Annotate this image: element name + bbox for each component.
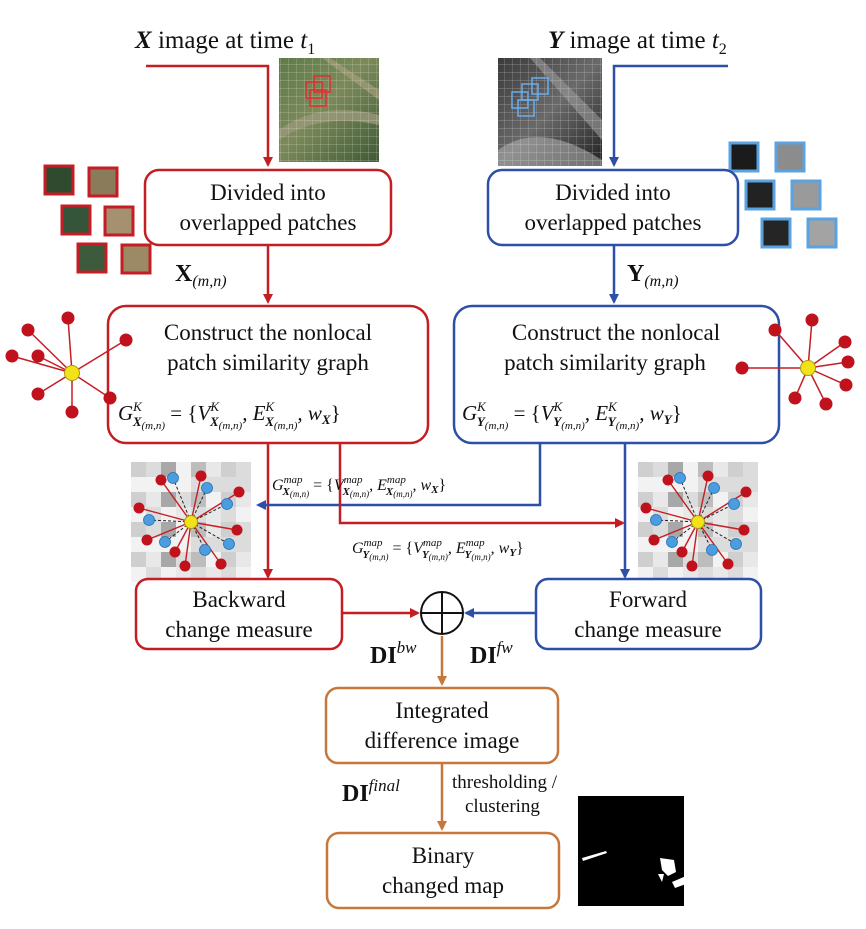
x-graph-line1: Construct the nonlocal <box>164 320 372 345</box>
y-map-to-left-arrow <box>256 443 542 510</box>
x-star-graph-icon <box>5 311 133 419</box>
y-patch-thumbnails <box>728 141 838 249</box>
x-graph-line2: patch similarity graph <box>167 350 369 375</box>
di-bw-label: DIbw <box>370 638 417 669</box>
y-graph-line2: patch similarity graph <box>504 350 706 375</box>
binary-result-image <box>578 796 686 906</box>
binary-line1: Binary <box>412 843 475 868</box>
integrated-line2: difference image <box>365 728 520 753</box>
backward-line1: Backward <box>192 587 286 612</box>
x-graph-box: Construct the nonlocal patch similarity … <box>106 304 430 445</box>
x-patch-thumbnails <box>43 164 152 275</box>
backward-measure-box: Backward change measure <box>134 577 344 651</box>
sum-node <box>420 591 464 635</box>
x-image-title: X image at time t1 <box>134 27 315 58</box>
clustering-label: clustering <box>465 796 540 817</box>
y-divide-line2: overlapped patches <box>525 210 702 235</box>
x-input-arrow <box>146 64 273 167</box>
forward-line1: Forward <box>609 587 687 612</box>
x-divide-line1: Divided into <box>210 180 326 205</box>
integrated-difference-box: Integrated difference image <box>324 686 560 765</box>
di-fw-label: DIfw <box>470 638 513 669</box>
thresholding-label: thresholding / <box>452 772 558 793</box>
forward-line2: change measure <box>574 617 722 642</box>
y-star-graph-icon <box>735 313 855 411</box>
binary-map-box: Binary changed map <box>325 831 561 910</box>
di-final-label: DIfinal <box>342 776 400 807</box>
x-satellite-image <box>279 58 379 162</box>
binary-line2: changed map <box>382 873 504 898</box>
x-divide-box: Divided into overlapped patches <box>143 168 393 247</box>
y-graph-box: Construct the nonlocal patch similarity … <box>452 304 781 445</box>
integrated-line1: Integrated <box>395 698 489 723</box>
y-divide-box: Divided into overlapped patches <box>486 168 740 247</box>
y-sar-image <box>498 58 602 166</box>
y-input-arrow <box>609 64 728 167</box>
forward-measure-box: Forward change measure <box>534 577 763 651</box>
x-map-to-right-arrow <box>338 443 625 528</box>
y-image-title: Y image at time t2 <box>548 27 727 58</box>
x-divide-line2: overlapped patches <box>180 210 357 235</box>
x-checkerboard-graph <box>131 462 251 582</box>
y-graph-line1: Construct the nonlocal <box>512 320 720 345</box>
backward-line2: change measure <box>165 617 313 642</box>
x-patch-label: X(m,n) <box>175 261 227 290</box>
y-checkerboard-graph <box>638 462 758 582</box>
y-patch-label: Y(m,n) <box>627 261 679 290</box>
y-divide-line1: Divided into <box>555 180 671 205</box>
